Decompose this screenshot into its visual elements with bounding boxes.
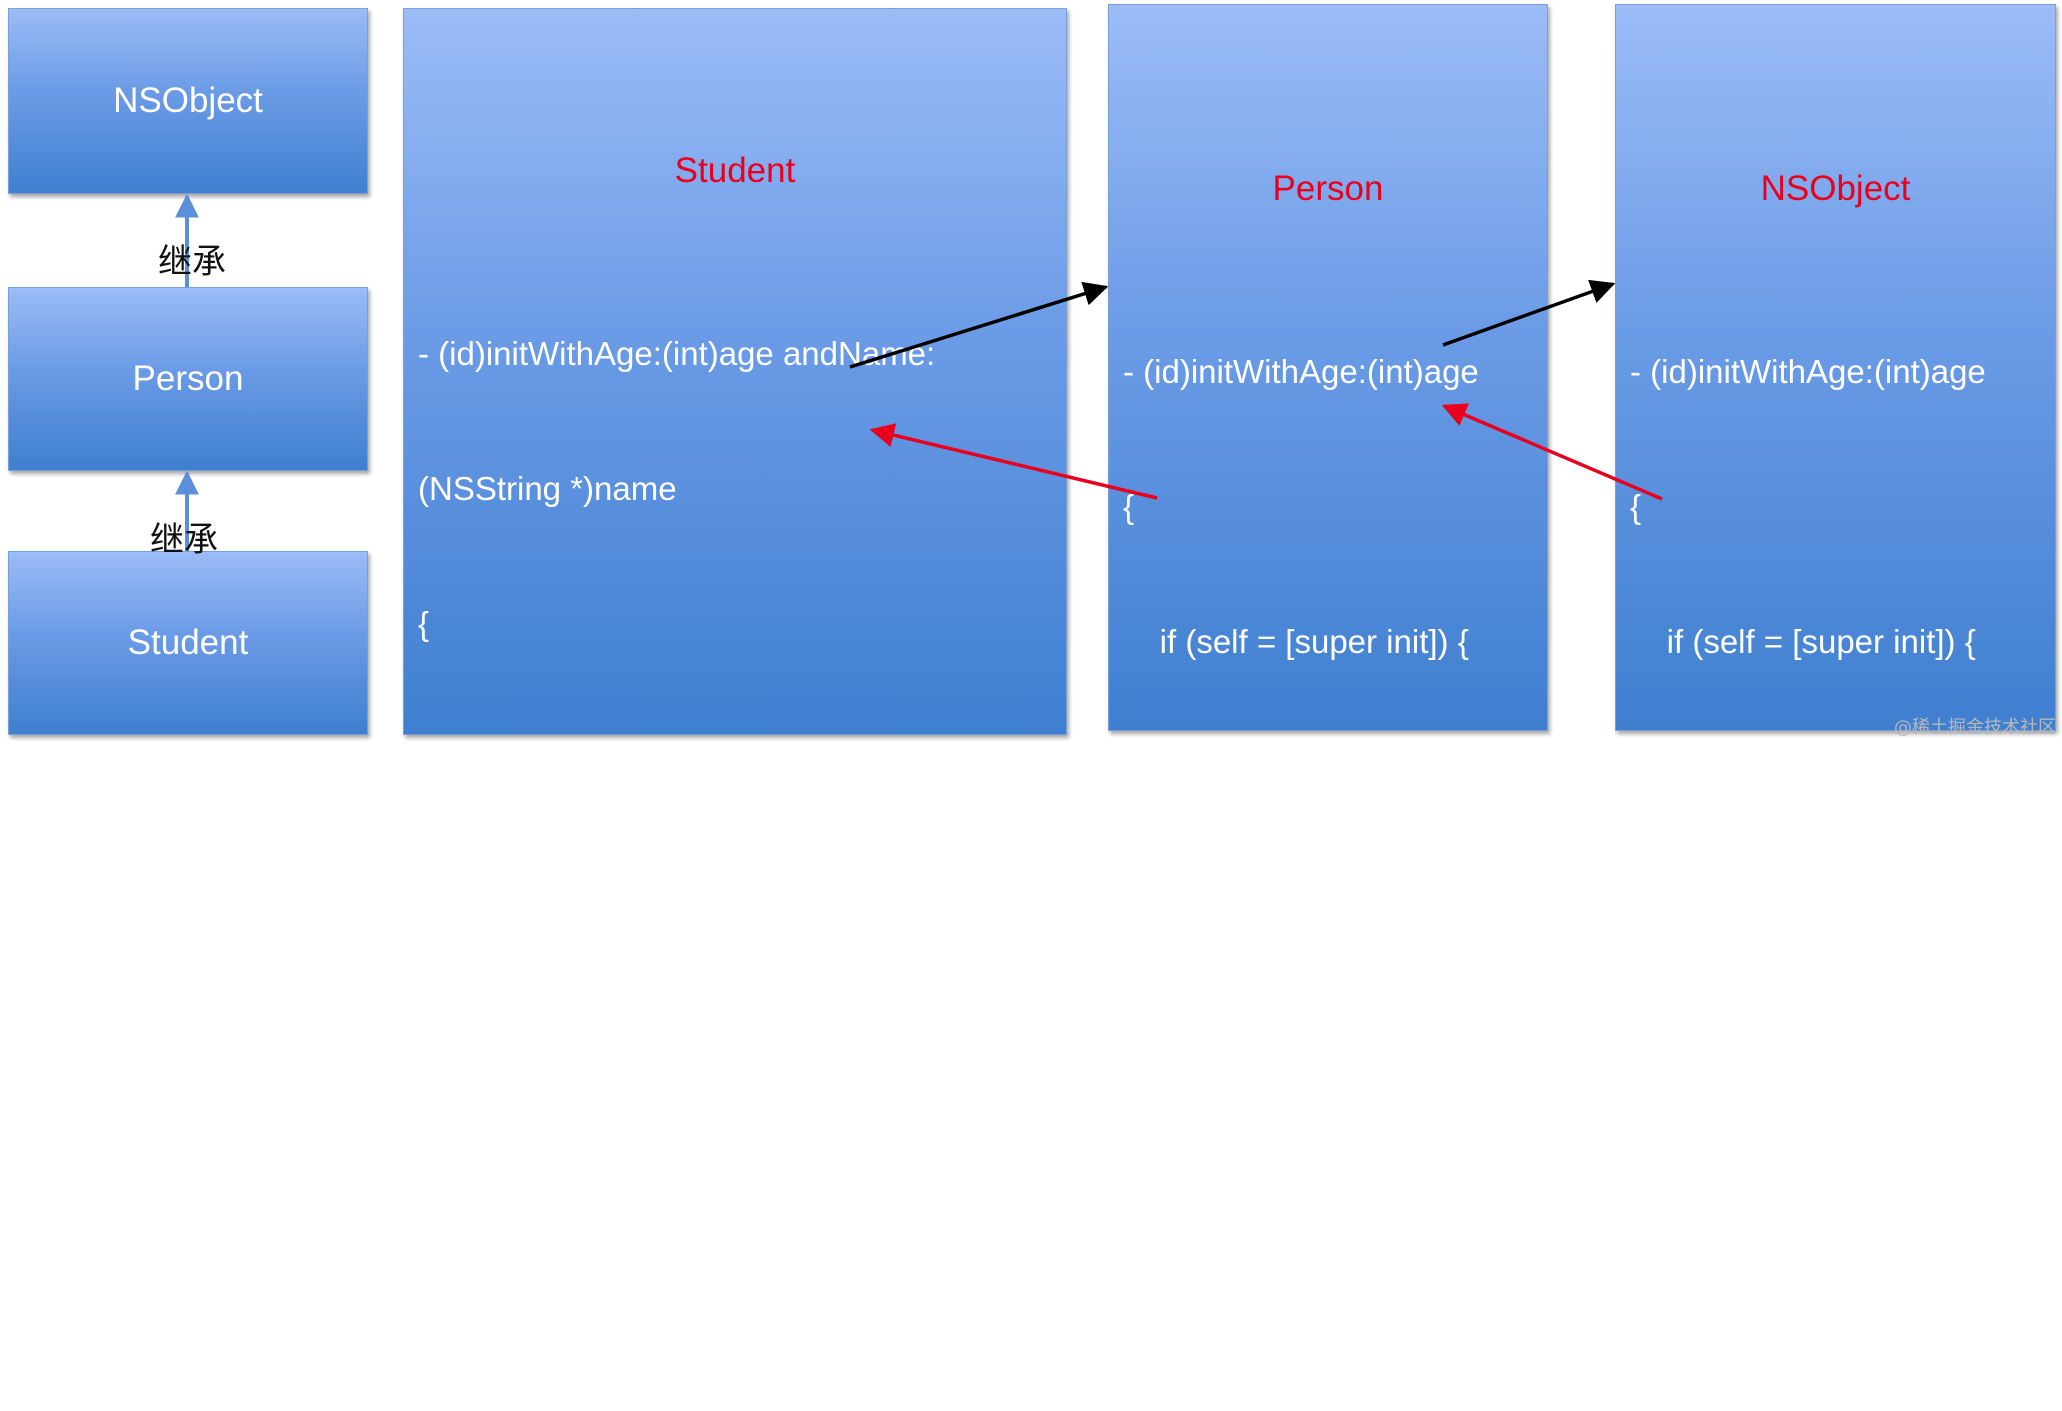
code-line: (NSString *)name [418, 470, 677, 507]
inherit-label-top: 继承 [158, 242, 226, 282]
code-line: if (self = [super init]) { [1630, 623, 1976, 660]
code-block-student: - (id)initWithAge:(int)age andName: (NSS… [418, 241, 953, 1411]
inherit-label-bottom: 继承 [150, 520, 218, 560]
code-line: return self; [1123, 1028, 1316, 1065]
code-line: { [1123, 488, 1135, 525]
panel-title-nsobject: NSObject [1760, 169, 1911, 208]
code-line: if (self = [super initWithAge:age]) { [418, 740, 953, 777]
hierarchy-label-person: Person [132, 359, 244, 398]
panel-title-student: Student [674, 151, 796, 190]
code-line: { [418, 605, 430, 642]
panel-student: Student - (id)initWithAge:(int)age andNa… [403, 8, 1067, 1317]
panel-nsobject: NSObject - (id)initWithAge:(int)age { if… [1615, 4, 2056, 1200]
code-block-nsobject: - (id)initWithAge:(int)age { if (self = … [1630, 259, 1986, 1294]
code-line: _name = name; [418, 875, 722, 912]
code-line: } [1630, 1163, 1642, 1200]
hierarchy-box-person: Person [8, 287, 368, 471]
panel-person: Person - (id)initWithAge:(int)age { if (… [1108, 4, 1548, 1200]
code-line: } [1123, 893, 1171, 930]
code-line: } [1123, 1163, 1135, 1200]
hierarchy-box-student: Student [8, 551, 368, 735]
panel-title-person: Person [1272, 169, 1384, 208]
code-line: return self; [1630, 1028, 1823, 1065]
hierarchy-label-student: Student [127, 623, 249, 662]
code-line: - (id)initWithAge:(int)age [1123, 353, 1479, 390]
hierarchy-label-nsobject: NSObject [113, 81, 263, 120]
code-line: } [418, 1280, 430, 1317]
code-line: - (id)initWithAge:(int)age andName: [418, 335, 936, 372]
code-line: { [1630, 488, 1642, 525]
code-line: - (id)initWithAge:(int)age [1630, 353, 1986, 390]
code-line: if (self = [super init]) { [1123, 623, 1469, 660]
code-line: } [1630, 893, 1678, 930]
code-line: } [418, 1010, 466, 1047]
hierarchy-box-nsobject: NSObject [8, 8, 368, 194]
code-block-person: - (id)initWithAge:(int)age { if (self = … [1123, 259, 1479, 1294]
code-line: _age = age; [1123, 758, 1372, 795]
watermark-text: @稀土掘金技术社区 [1894, 717, 2056, 738]
code-line: return self; [418, 1145, 611, 1182]
code-line [1630, 754, 1986, 799]
